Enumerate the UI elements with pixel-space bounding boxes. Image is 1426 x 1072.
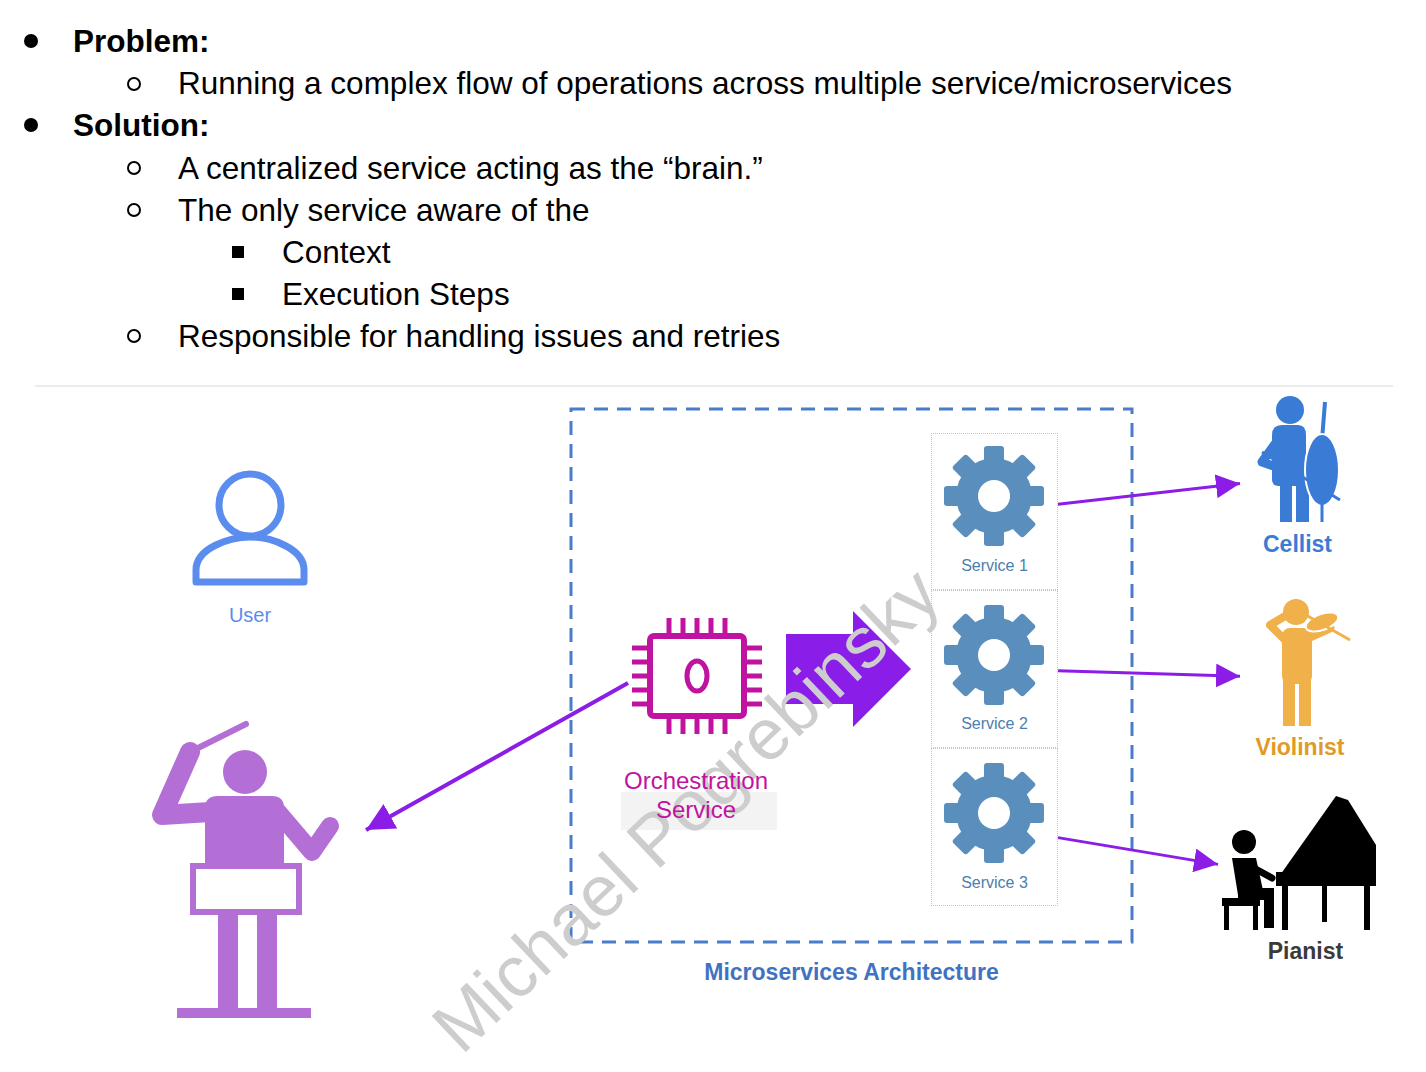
service-box: Service 3 (931, 748, 1058, 906)
user-icon (219, 474, 281, 536)
service-box-label: Service 3 (961, 873, 1028, 892)
bullet-heading: Solution: (73, 107, 209, 143)
bullet-text: Execution Steps (282, 276, 510, 312)
bullet-text: The only service aware of the (178, 192, 589, 228)
cellist-figure (1262, 440, 1285, 470)
piano-stool (1222, 898, 1260, 906)
bullet-disc (24, 118, 38, 132)
bullet-square (232, 288, 244, 300)
bullet-text: Responsible for handling issues and retr… (178, 318, 780, 354)
service-box: Service 1 (931, 433, 1058, 590)
service-box-label: Service 2 (961, 714, 1028, 733)
piano-stool (1224, 906, 1229, 930)
chip-icon (687, 661, 707, 691)
pianist-figure (1264, 888, 1274, 928)
musician-figure: Violinist (1240, 592, 1360, 764)
bullet-text: The only service aware of the (178, 192, 589, 228)
violin-bow (1290, 606, 1350, 640)
musician-figure-label: Pianist (1268, 937, 1343, 965)
bullet-heading: Problem: (73, 23, 210, 59)
service-box: Service 2 (931, 590, 1058, 748)
pianist-figure (1232, 830, 1256, 854)
bullet-circle (128, 78, 140, 90)
piano (1364, 886, 1370, 930)
bullet-circle (128, 162, 140, 174)
violinist-figure (1299, 680, 1311, 726)
actor-icon: User (185, 465, 315, 630)
architecture-group: Microservices Architecture Orchestration … (570, 408, 1133, 993)
bullet-text: Running a complex flow of operations acr… (178, 65, 1232, 101)
piano-stool (1253, 906, 1258, 930)
connector-arrow (1058, 838, 1218, 865)
chip-icon (669, 618, 725, 636)
architecture-group-label: Microservices Architecture (704, 958, 998, 986)
bullet-disc (24, 34, 38, 48)
actor-icon-label: User (229, 603, 271, 627)
gear-icon (944, 446, 1044, 546)
bullet-square (232, 246, 244, 258)
gear-icon (944, 763, 1044, 863)
conductor-figure (257, 912, 277, 1012)
cellist-figure (1262, 396, 1340, 522)
orchestration-node-label: Orchestration Service (606, 766, 786, 824)
conductor-figure (218, 912, 238, 1012)
conductor-figure (162, 752, 210, 815)
chip-icon (650, 636, 744, 716)
service-box-label: Service 1 (961, 556, 1028, 575)
separator-line (35, 385, 1393, 387)
connector-arrow (1058, 484, 1240, 505)
cellist-figure (1280, 484, 1292, 522)
violinist-figure (1270, 612, 1292, 640)
pianist-figure (1222, 796, 1376, 930)
user-icon (196, 537, 304, 582)
bullet-text: Running a complex flow of operations acr… (178, 65, 1232, 101)
music-stand (177, 1008, 311, 1018)
connector-arrow (1058, 671, 1240, 676)
gear-icon (944, 605, 1044, 705)
violinist-figure (1270, 599, 1350, 726)
conductor-arrow (366, 683, 628, 830)
bullet-circle (128, 204, 140, 216)
bullet-text: A centralized service acting as the “bra… (178, 150, 763, 186)
bullet-text: A centralized service acting as the “bra… (178, 150, 763, 186)
violinist-figure (1283, 680, 1295, 726)
musician-figure: Cellist (1240, 392, 1355, 562)
bullet-heading: Problem: (73, 23, 210, 59)
bullet-circle (128, 330, 140, 342)
bullet-text: Context (282, 234, 391, 270)
musician-figure: Pianist (1218, 790, 1393, 968)
conductor-figure (162, 724, 330, 1018)
conductor-figure (223, 750, 267, 794)
cello (1321, 504, 1324, 522)
bullet-text: Execution Steps (282, 276, 510, 312)
musician-figure-label: Violinist (1255, 733, 1344, 761)
user-icon (196, 474, 304, 582)
cellist-figure (1276, 396, 1304, 424)
bullet-text: Responsible for handling issues and retr… (178, 318, 780, 354)
conductor-figure (278, 812, 330, 852)
piano (1322, 886, 1327, 922)
bullet-text: Context (282, 234, 391, 270)
cello-bow (1262, 452, 1340, 500)
orchestration-node: Orchestration Service (606, 612, 786, 834)
conductor-baton (190, 724, 246, 752)
piano (1276, 872, 1376, 886)
chip-icon (632, 648, 650, 704)
piano (1282, 886, 1288, 930)
music-stand (193, 866, 299, 912)
pianist-figure (1250, 866, 1272, 878)
musician-figure-label: Cellist (1263, 530, 1332, 558)
bullet-heading: Solution: (73, 107, 209, 143)
piano (1278, 796, 1376, 880)
